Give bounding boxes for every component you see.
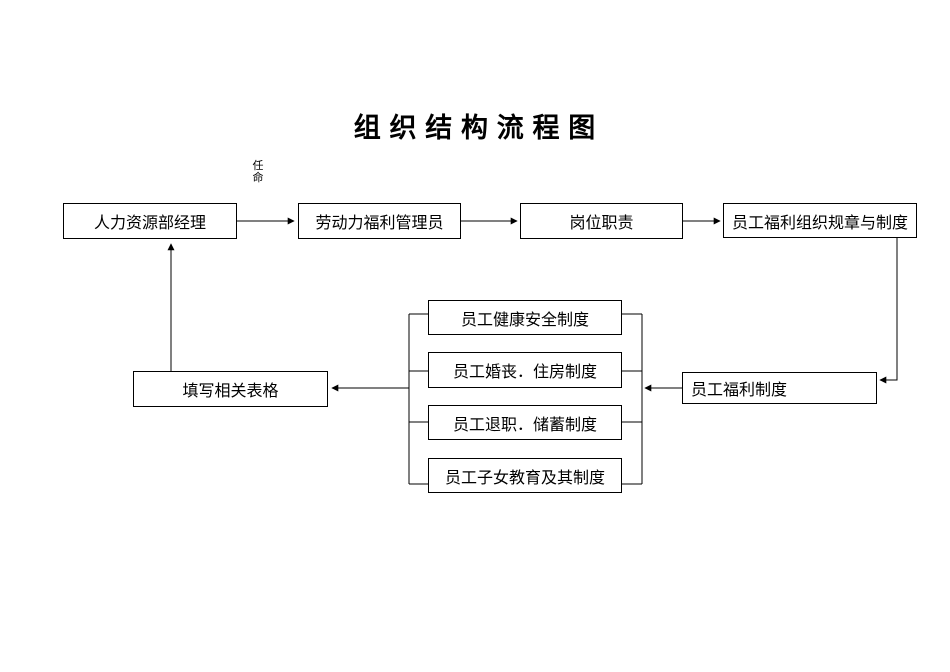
node-children-education: 员工子女教育及其制度 <box>428 458 622 493</box>
node-fill-forms: 填写相关表格 <box>133 371 328 407</box>
page-title: 组 织 结 构 流 程 图 <box>353 113 597 143</box>
node-org-rules: 员工福利组织规章与制度 <box>723 203 917 238</box>
node-retirement-savings: 员工退职．储蓄制度 <box>428 405 622 440</box>
node-marriage-housing: 员工婚丧．住房制度 <box>428 352 622 388</box>
left-bracket-lines <box>408 313 428 485</box>
node-hr-manager: 人力资源部经理 <box>63 203 237 239</box>
node-job-duties: 岗位职责 <box>520 203 683 239</box>
right-bracket-lines <box>622 313 643 485</box>
node-health-safety: 员工健康安全制度 <box>428 300 622 335</box>
connector-rules-to-welfare-arrow <box>879 238 898 384</box>
edge-label-appointment: 任 命 <box>252 160 264 184</box>
node-welfare-admin: 劳动力福利管理员 <box>298 203 461 239</box>
node-welfare-system: 员工福利制度 <box>682 372 877 404</box>
